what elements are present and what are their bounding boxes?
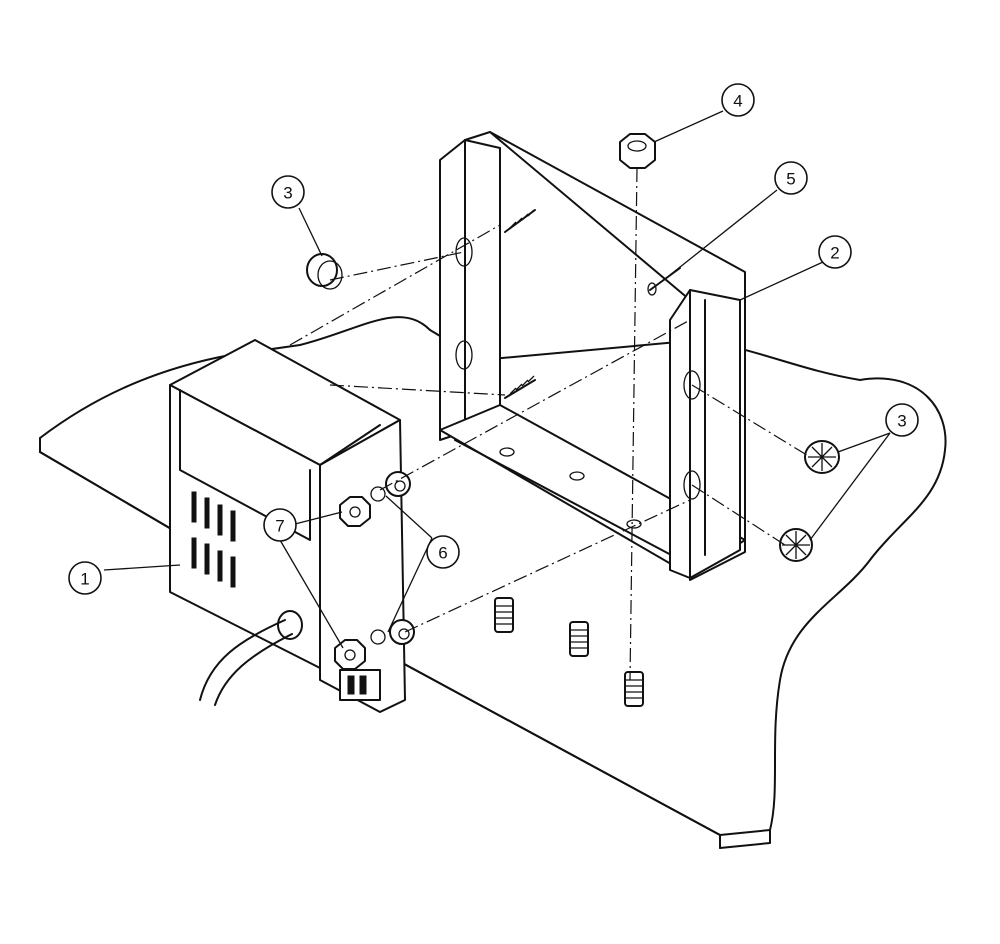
callout-1-label: 1 (80, 570, 89, 589)
callout-3-left-label: 3 (283, 184, 292, 203)
callout-2-label: 2 (830, 244, 839, 263)
assembly-lines (289, 167, 811, 681)
flange-nut (619, 133, 656, 169)
callout-3-right-label: 3 (897, 412, 906, 431)
callout-7-label: 7 (275, 517, 284, 536)
callout-4-label: 4 (733, 92, 742, 111)
callout-6: 6 (426, 535, 460, 569)
callout-7: 7 (263, 508, 297, 542)
mounting-bracket (439, 131, 746, 581)
callout-1: 1 (68, 561, 102, 595)
callout-6-label: 6 (438, 544, 447, 563)
power-supply-unit (169, 339, 415, 713)
rubber-foot-top-left (306, 253, 343, 290)
callout-4: 4 (721, 83, 755, 117)
rubber-foot-right-upper (804, 440, 840, 474)
standoffs (494, 597, 644, 707)
callout-3-right: 3 (885, 403, 919, 437)
callout-3-left: 3 (271, 175, 305, 209)
callout-2: 2 (818, 235, 852, 269)
rubber-foot-right-lower (779, 528, 813, 562)
vent-slots (191, 491, 236, 588)
leader-lines (103, 110, 891, 649)
callout-5: 5 (774, 161, 808, 195)
callout-5-label: 5 (786, 170, 795, 189)
